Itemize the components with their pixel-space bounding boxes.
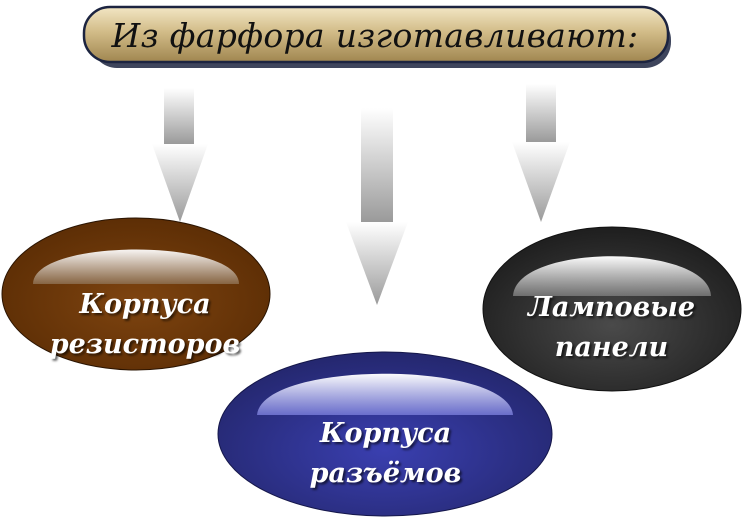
arrow-right xyxy=(512,84,570,222)
title-banner xyxy=(82,5,671,68)
node-highlight xyxy=(513,256,711,296)
node-label-line: Корпуса xyxy=(319,418,452,449)
arrow-center xyxy=(346,108,408,305)
node-connector-cases xyxy=(217,351,553,517)
node-highlight xyxy=(33,249,239,284)
node-lamp-panels xyxy=(482,226,742,392)
node-label-line: Корпуса xyxy=(79,289,211,320)
arrow-left xyxy=(152,88,208,222)
node-label-line: резисторов xyxy=(49,329,241,360)
node-label-connector-cases: Корпуса разъёмов xyxy=(218,414,553,494)
node-label-resistor-cases: Корпуса резисторов xyxy=(10,285,280,365)
diagram-title: Из фарфора изготавливают: xyxy=(111,16,639,55)
node-highlight xyxy=(257,373,513,415)
node-resistor-cases xyxy=(1,217,271,371)
node-label-lamp-panels: Ламповые панели xyxy=(480,288,743,368)
node-label-line: разъёмов xyxy=(309,458,462,489)
node-label-line: Ламповые xyxy=(527,292,696,323)
node-label-line: панели xyxy=(554,332,669,363)
